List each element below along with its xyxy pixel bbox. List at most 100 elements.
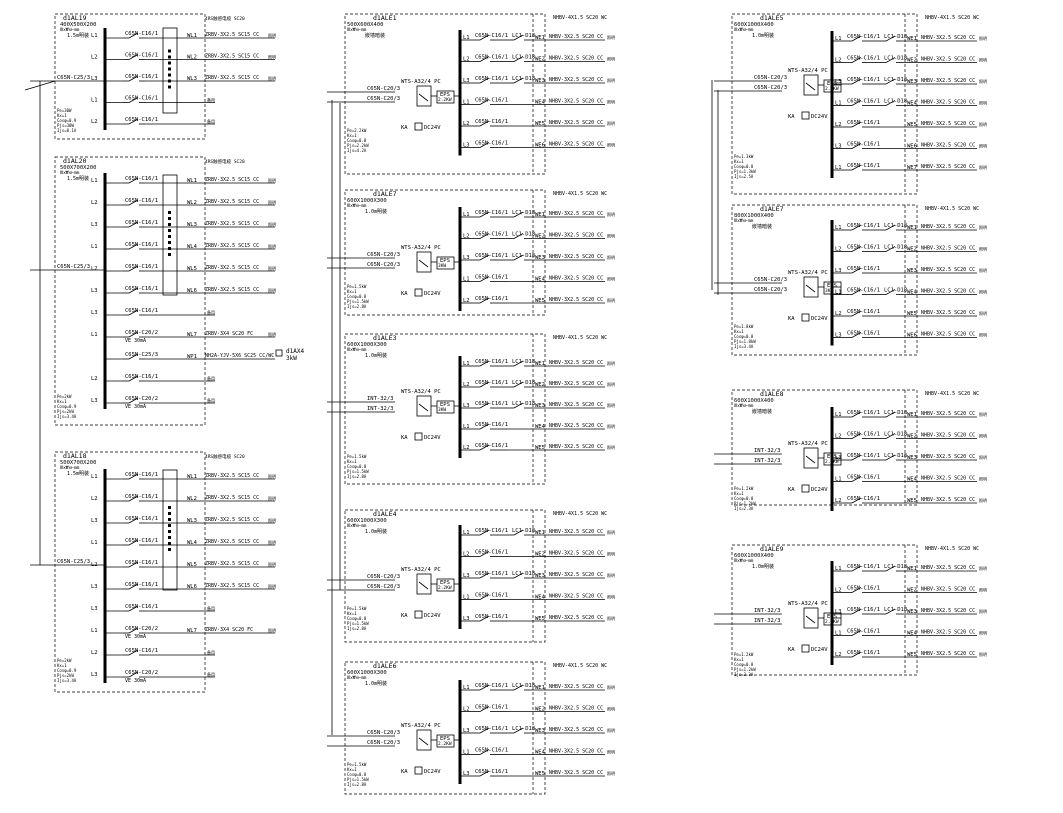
panel-mount: 1.0m明装	[752, 563, 774, 570]
panel-param: Kx=1	[57, 399, 67, 404]
branch-switch-label: C65N-C16/1	[125, 374, 158, 380]
ats-switch-icon	[416, 85, 432, 107]
incoming-breaker-1: INT-32/3	[367, 396, 394, 402]
panel-mount: 嵌墙暗装	[365, 32, 385, 39]
phase-label: L1	[91, 332, 98, 338]
branch-switch-label: C65N-C16/1	[847, 496, 880, 502]
phase-label: L2	[91, 55, 98, 61]
panel-boundary	[344, 509, 546, 643]
switch-blade-icon	[128, 177, 139, 184]
switch-blade-icon	[851, 497, 862, 504]
panel-param: Pe=2kW	[57, 658, 72, 663]
circuit-wire: NHBV-3X2.5 SC20 CC	[549, 594, 603, 600]
circuit-code: WE4	[535, 424, 546, 430]
contactor-label: LC1-D18	[512, 232, 535, 238]
panel-param: Pe=1.3kW	[734, 154, 754, 159]
switch-blade-icon	[885, 57, 896, 63]
load-label: 照明	[268, 76, 276, 81]
circuit-wire: NHBV-3X2.5 SC20 CC	[921, 476, 975, 482]
switch-blade-icon	[851, 433, 862, 439]
phase-label: L3	[463, 616, 470, 622]
ats-switch-icon	[803, 276, 819, 298]
panel-mount: 1.0m明装	[365, 680, 387, 687]
panel-mount: 嵌墙暗装	[752, 223, 772, 230]
load-label: 照明	[607, 78, 615, 83]
circuit-wire: ZRBV-3X4 SC20 FC	[205, 331, 253, 337]
circuit-wire: NHBV-3X2.5 SC20 CC	[549, 444, 603, 450]
incoming-wire: NHBV-4X1.5 SC20 WC	[553, 663, 607, 669]
circuit-code: WL4	[187, 244, 198, 250]
phase-label: L2	[91, 496, 98, 502]
panel-dim-note: Ⅲx₩x⊢mm	[347, 27, 367, 33]
load-label: 照明	[268, 288, 276, 293]
switch-blade-icon	[885, 565, 896, 572]
panel-boundary	[54, 13, 206, 140]
phase-label: L1	[463, 595, 470, 601]
phase-label: L3	[91, 76, 98, 82]
panel-param: Pjs=1.5kW	[347, 469, 369, 474]
contactor-label: LC1-D18	[512, 55, 535, 61]
branch-switch-label: C65N-C16/1	[125, 242, 158, 248]
circuit-wire: ZRBV-3X2.5 SC15 CC	[205, 177, 259, 183]
circuit-wire: ZRBV-3X2.5 SC15 CC	[205, 517, 259, 523]
phase-label: L1	[835, 290, 842, 296]
circuit-wire: ZRBV-3X2.5 SC15 CC	[205, 32, 259, 38]
switch-blade-icon	[128, 221, 139, 228]
switch-blade-icon	[479, 706, 490, 712]
spare-label: 备用	[207, 605, 215, 611]
ats-label: WTS-A32/4 PC	[401, 567, 441, 573]
circuit-code: WE4	[907, 290, 918, 296]
circuit-wire: NHBV-3X2.5 SC20 CC	[921, 289, 975, 295]
load-label: 照明	[979, 165, 987, 170]
branch-switch-label: C65N-C16/1	[847, 607, 880, 613]
circuit-code: WE2	[907, 434, 917, 440]
circuit-code: WE4	[535, 100, 546, 106]
load-label: 照明	[979, 609, 987, 614]
circuit-code: WE2	[535, 382, 545, 388]
branch-switch-label: C65N-C16/1	[475, 748, 508, 754]
contactor-label: LC1-D18	[512, 210, 535, 216]
switch-blade-icon	[851, 411, 862, 418]
branch-switch-label: C65N-C16/1	[475, 380, 508, 386]
circuit-wire: NHBV-3X2.5 SC20 CC	[549, 572, 603, 578]
branch-switch-label: C65N-C16/1	[125, 516, 158, 522]
eps-power: 2.2KW	[438, 585, 452, 591]
load-label: 照明	[979, 311, 987, 316]
relay-label: KA	[401, 125, 408, 131]
phase-label: L3	[91, 310, 98, 316]
phase-label: L2	[463, 445, 470, 451]
incoming-wire: NHBV-4X1.5 SC20 WC	[925, 391, 979, 397]
branch-switch-label: C65N-C16/1	[475, 33, 508, 39]
incoming-breaker-1: INT-32/3	[754, 448, 781, 454]
circuit-code: WL2	[187, 200, 197, 206]
switch-blade-icon	[479, 77, 490, 84]
circuit-code: WL1	[187, 178, 197, 184]
panel-param: Pjs=2kW	[57, 409, 74, 414]
external-load-name: d1AX4	[286, 348, 304, 355]
branch-switch-label: C65N-C16/1	[847, 56, 880, 62]
phase-label: L2	[835, 498, 842, 504]
circuit-code: WL7	[187, 332, 197, 338]
panel-param: Cosφ=0.8	[347, 294, 367, 299]
circuit-code: WE1	[907, 36, 917, 42]
ats-blade-icon	[418, 93, 429, 102]
panel-dim-note: Ⅲx₩x⊢mm	[347, 347, 367, 353]
panel-param: Ijs=2.8A	[347, 782, 367, 787]
contactor-label: LC1-D18	[884, 223, 907, 229]
panel-param: Cosφ=0.8	[347, 138, 367, 143]
circuit-code: WE1	[535, 35, 545, 41]
eps-box	[436, 400, 455, 414]
circuit-code: WE1	[907, 225, 917, 231]
panel-boundary	[731, 13, 918, 195]
circuit-code: WE3	[907, 455, 917, 461]
phase-label: L3	[463, 143, 470, 149]
phase-label: L1	[835, 631, 842, 637]
terminal-dot	[168, 61, 171, 65]
switch-blade-icon	[479, 360, 490, 367]
panel-param: Ijs=3.4A	[734, 344, 754, 349]
circuit-code: WE6	[535, 143, 545, 149]
circuit-wire: NHBV-3X2.5 SC20 CC	[549, 529, 603, 535]
switch-blade-icon	[885, 289, 896, 295]
circuit-code: WE2	[535, 57, 545, 63]
